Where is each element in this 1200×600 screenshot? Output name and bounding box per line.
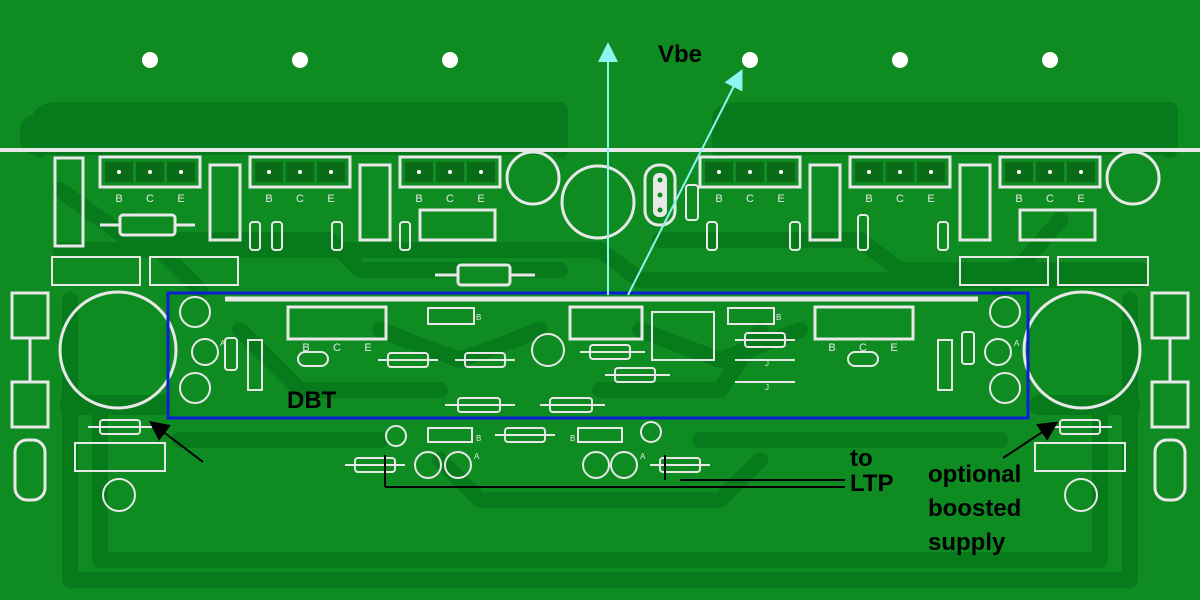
transistor-footprint — [998, 155, 1102, 189]
mounting-hole — [142, 52, 158, 68]
vbe-arrow-diagonal — [627, 69, 743, 296]
base-mark: B — [476, 434, 481, 443]
led-anode-mark: A — [220, 339, 226, 348]
pin-label-b: B — [1015, 193, 1022, 205]
dbt-pin-labels: B C E B C E — [302, 342, 897, 354]
pin-label-e: E — [927, 193, 934, 205]
vbe-transistor — [643, 163, 677, 227]
pin-label-c: C — [859, 342, 867, 354]
to-ltp-label-line2: LTP — [850, 470, 894, 497]
pin-label-b: B — [302, 342, 309, 354]
boost-arrow-left — [149, 420, 204, 463]
pin-label-e: E — [177, 193, 184, 205]
vbe-label: Vbe — [658, 41, 702, 68]
mounting-hole — [292, 52, 308, 68]
pin-label-b: B — [115, 193, 122, 205]
pin-label-e: E — [477, 193, 484, 205]
pin-label-e: E — [327, 193, 334, 205]
pin-label-c: C — [296, 193, 304, 205]
pin-label-b: B — [828, 342, 835, 354]
resistors-outside-box — [88, 419, 1112, 473]
leds — [191, 338, 1012, 479]
electrolytic-caps-top — [505, 150, 1161, 240]
jumper-mark: J — [765, 383, 769, 392]
pin-labels: B C E B C E B C E B C E B C E B C E — [115, 193, 1084, 205]
transistor-footprint — [248, 155, 352, 189]
mounting-hole — [442, 52, 458, 68]
led-anode-mark: A — [640, 452, 646, 461]
led-anode-mark: A — [474, 452, 480, 461]
dbt-label: DBT — [287, 387, 337, 414]
film-caps — [51, 256, 1149, 472]
mounting-holes — [142, 52, 1058, 68]
pin-label-b: B — [865, 193, 872, 205]
small-resistors-vertical — [249, 184, 949, 251]
resistor-horizontal — [100, 213, 535, 287]
dbt-highlight-box — [166, 291, 1030, 420]
transistor-footprint — [398, 155, 502, 189]
optional-label-line3: supply — [928, 529, 1006, 556]
pin-label-c: C — [1046, 193, 1054, 205]
base-mark: B — [570, 434, 575, 443]
pin-label-c: C — [333, 342, 341, 354]
dbt-components — [179, 296, 1021, 413]
small-caps-bottom — [102, 421, 1098, 512]
pin-label-b: B — [265, 193, 272, 205]
emitter-resistors — [53, 156, 1097, 248]
filter-caps — [58, 290, 1142, 410]
optional-label-line2: boosted — [928, 495, 1021, 522]
boost-arrow-right — [1002, 421, 1059, 459]
base-mark: B — [476, 313, 481, 322]
jumper-mark: J — [765, 359, 769, 368]
optional-label-line1: optional — [928, 461, 1021, 488]
small-marks: A A A A B B B B J J — [220, 313, 1020, 461]
transistor-footprint — [98, 155, 202, 189]
copper-traces — [32, 102, 1178, 588]
to-ltp-label-line1: to — [850, 445, 873, 472]
pin-label-c: C — [146, 193, 154, 205]
transistor-footprint — [848, 155, 952, 189]
mounting-hole — [1042, 52, 1058, 68]
pin-label-c: C — [446, 193, 454, 205]
pin-label-c: C — [746, 193, 754, 205]
fuse-holders — [10, 291, 1190, 502]
transistor-footprint — [698, 155, 802, 189]
mounting-hole — [892, 52, 908, 68]
pin-label-b: B — [715, 193, 722, 205]
pin-label-e: E — [364, 342, 371, 354]
pin-label-c: C — [896, 193, 904, 205]
led-anode-mark: A — [1014, 339, 1020, 348]
output-transistors — [98, 155, 1102, 189]
transistor-pad-holes — [117, 170, 1083, 174]
base-mark: B — [776, 313, 781, 322]
pin-label-e: E — [1077, 193, 1084, 205]
pin-label-b: B — [415, 193, 422, 205]
to-ltp-lines — [384, 455, 845, 488]
pin-label-e: E — [777, 193, 784, 205]
mounting-hole — [742, 52, 758, 68]
pin-label-e: E — [890, 342, 897, 354]
